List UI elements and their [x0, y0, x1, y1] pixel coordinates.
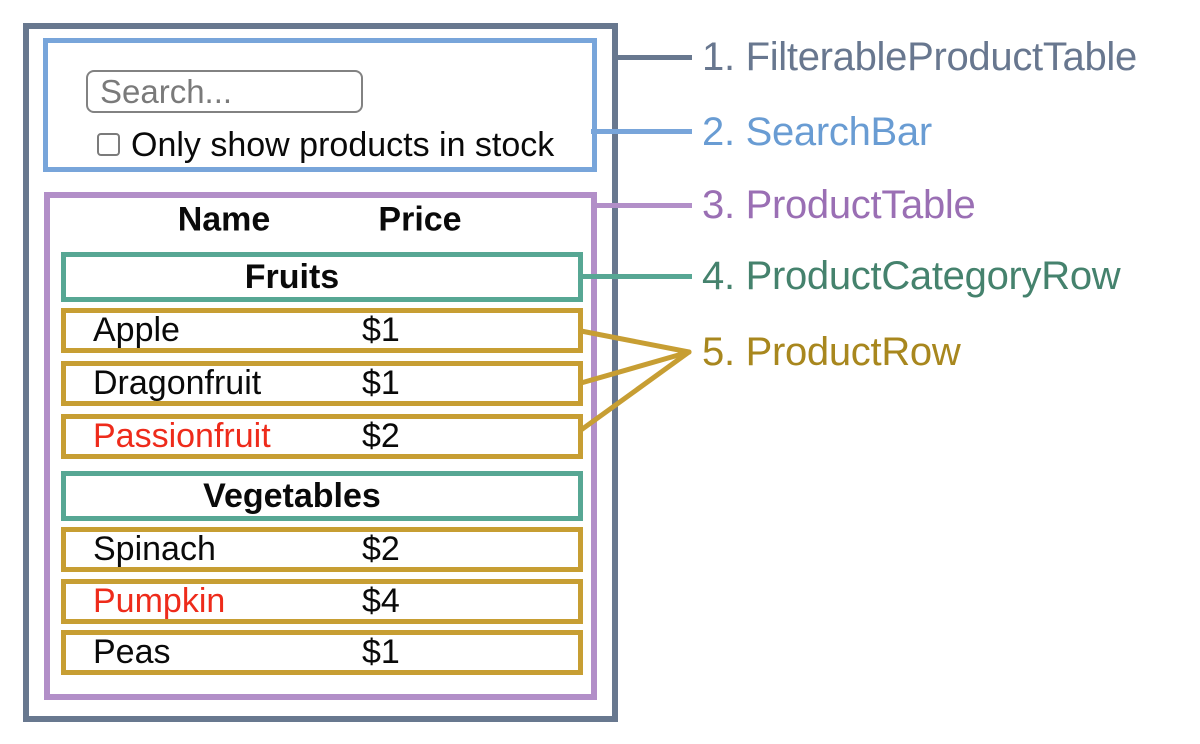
product-row-pumpkin: Pumpkin $4	[61, 579, 583, 624]
product-name: Dragonfruit	[93, 364, 262, 402]
product-price: $4	[362, 582, 400, 620]
connector-search-bar	[591, 129, 692, 134]
legend-product-category-row: 4. ProductCategoryRow	[702, 253, 1121, 298]
connector-product-category-row	[581, 274, 692, 279]
product-name: Pumpkin	[93, 582, 226, 620]
column-header-name: Name	[177, 200, 271, 239]
legend-product-table: 3. ProductTable	[702, 182, 976, 227]
product-name: Apple	[93, 311, 180, 349]
product-price: $1	[362, 364, 400, 402]
legend-product-row: 5. ProductRow	[702, 329, 961, 374]
product-price: $1	[362, 311, 400, 349]
category-row-fruits: Fruits	[61, 252, 583, 302]
connector-filterable-product-table	[612, 55, 692, 60]
legend-search-bar: 2. SearchBar	[702, 109, 932, 154]
search-input[interactable]	[86, 70, 363, 113]
product-name: Peas	[93, 633, 171, 671]
connector-product-table	[594, 203, 692, 208]
product-price: $1	[362, 633, 400, 671]
category-label: Fruits	[244, 257, 340, 296]
product-row-spinach: Spinach $2	[61, 527, 583, 572]
product-row-apple: Apple $1	[61, 308, 583, 353]
product-name: Passionfruit	[93, 417, 271, 455]
category-row-vegetables: Vegetables	[61, 471, 583, 521]
legend-filterable-product-table: 1. FilterableProductTable	[702, 34, 1137, 79]
product-row-peas: Peas $1	[61, 630, 583, 675]
product-price: $2	[362, 530, 400, 568]
product-row-dragonfruit: Dragonfruit $1	[61, 361, 583, 406]
product-name: Spinach	[93, 530, 216, 568]
product-row-passionfruit: Passionfruit $2	[61, 414, 583, 459]
category-label: Vegetables	[203, 476, 381, 515]
column-header-price: Price	[378, 200, 462, 239]
product-price: $2	[362, 417, 400, 455]
in-stock-checkbox[interactable]	[97, 133, 120, 156]
in-stock-checkbox-label: Only show products in stock	[131, 125, 555, 164]
